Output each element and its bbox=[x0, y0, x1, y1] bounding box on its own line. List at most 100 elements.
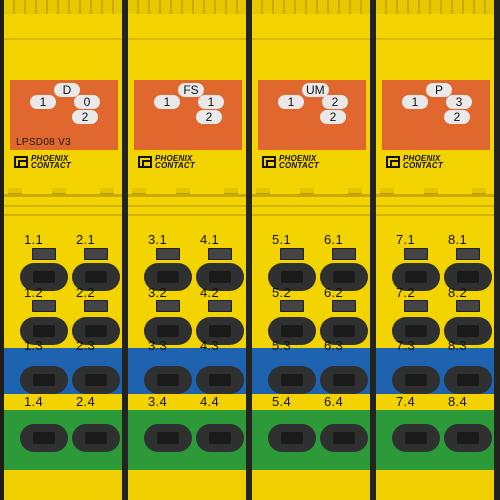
release-slot[interactable] bbox=[156, 300, 180, 312]
wire-terminal[interactable] bbox=[392, 366, 440, 394]
release-slot[interactable] bbox=[84, 300, 108, 312]
release-slot[interactable] bbox=[32, 248, 56, 260]
terminal-number: 7.2 bbox=[396, 285, 415, 300]
release-slot[interactable] bbox=[280, 300, 304, 312]
contact-badge: 1 bbox=[198, 95, 224, 109]
wire-terminal[interactable] bbox=[196, 263, 244, 291]
wire-terminal[interactable] bbox=[144, 424, 192, 452]
release-slot[interactable] bbox=[84, 248, 108, 260]
wire-terminal[interactable] bbox=[20, 263, 68, 291]
housing-ridge bbox=[4, 194, 124, 197]
wire-terminal[interactable] bbox=[444, 317, 492, 345]
housing-ridge bbox=[128, 38, 248, 40]
wire-terminal[interactable] bbox=[320, 317, 368, 345]
label-strip bbox=[128, 394, 248, 410]
terminal-number: 8.1 bbox=[448, 232, 467, 247]
housing-ridge bbox=[4, 205, 124, 207]
release-slot[interactable] bbox=[456, 248, 480, 260]
release-slot[interactable] bbox=[280, 248, 304, 260]
housing-ridge bbox=[4, 214, 124, 216]
phoenix-logo-icon bbox=[386, 156, 400, 168]
phoenix-logo-icon bbox=[14, 156, 28, 168]
wire-terminal[interactable] bbox=[320, 366, 368, 394]
function-code-badge: D bbox=[54, 83, 80, 97]
wire-terminal[interactable] bbox=[444, 424, 492, 452]
wire-terminal[interactable] bbox=[392, 263, 440, 291]
base-band bbox=[252, 470, 372, 500]
label-strip bbox=[252, 394, 372, 410]
terminal-number: 5.2 bbox=[272, 285, 291, 300]
wire-terminal[interactable] bbox=[144, 317, 192, 345]
wire-terminal[interactable] bbox=[196, 424, 244, 452]
release-slot[interactable] bbox=[404, 248, 428, 260]
brand-line-1: PHOENIX bbox=[279, 154, 317, 163]
terminal-number: 3.2 bbox=[148, 285, 167, 300]
terminal-number: 1.4 bbox=[24, 394, 43, 409]
wire-terminal[interactable] bbox=[20, 424, 68, 452]
release-slot[interactable] bbox=[332, 248, 356, 260]
base-band bbox=[376, 470, 496, 500]
brand-line-1: PHOENIX bbox=[403, 154, 441, 163]
housing-tab bbox=[424, 188, 438, 194]
wire-terminal[interactable] bbox=[268, 424, 316, 452]
wire-terminal[interactable] bbox=[444, 263, 492, 291]
module-divider bbox=[246, 0, 252, 500]
terminal-number: 7.3 bbox=[396, 338, 415, 353]
wire-terminal[interactable] bbox=[20, 317, 68, 345]
terminal-number: 5.4 bbox=[272, 394, 291, 409]
terminal-number: 6.3 bbox=[324, 338, 343, 353]
contact-badge: 1 bbox=[154, 95, 180, 109]
wire-terminal[interactable] bbox=[72, 317, 120, 345]
release-slot[interactable] bbox=[332, 300, 356, 312]
release-slot[interactable] bbox=[208, 248, 232, 260]
wire-terminal[interactable] bbox=[196, 317, 244, 345]
wire-terminal[interactable] bbox=[196, 366, 244, 394]
wire-terminal[interactable] bbox=[392, 424, 440, 452]
module-divider bbox=[494, 0, 500, 500]
brand-line-1: PHOENIX bbox=[31, 154, 69, 163]
release-slot[interactable] bbox=[32, 300, 56, 312]
wire-terminal[interactable] bbox=[320, 424, 368, 452]
release-slot[interactable] bbox=[456, 300, 480, 312]
wire-terminal[interactable] bbox=[144, 263, 192, 291]
wire-terminal[interactable] bbox=[268, 317, 316, 345]
label-strip bbox=[4, 394, 124, 410]
release-slot[interactable] bbox=[208, 300, 232, 312]
terminal-number: 5.1 bbox=[272, 232, 291, 247]
wire-terminal[interactable] bbox=[144, 366, 192, 394]
wire-terminal[interactable] bbox=[392, 317, 440, 345]
contact-badge: 2 bbox=[72, 110, 98, 124]
contact-badge: 0 bbox=[74, 95, 100, 109]
phoenix-logo-icon bbox=[262, 156, 276, 168]
release-slot[interactable] bbox=[156, 248, 180, 260]
wire-terminal[interactable] bbox=[268, 366, 316, 394]
contact-badge: 2 bbox=[322, 95, 348, 109]
release-slot[interactable] bbox=[404, 300, 428, 312]
wire-terminal[interactable] bbox=[72, 424, 120, 452]
wire-terminal[interactable] bbox=[268, 263, 316, 291]
contact-badge: 1 bbox=[30, 95, 56, 109]
contact-badge: 1 bbox=[278, 95, 304, 109]
terminal-number: 7.4 bbox=[396, 394, 415, 409]
terminal-number: 3.1 bbox=[148, 232, 167, 247]
terminal-number: 6.4 bbox=[324, 394, 343, 409]
wire-terminal[interactable] bbox=[20, 366, 68, 394]
terminal-number: 4.2 bbox=[200, 285, 219, 300]
wire-terminal[interactable] bbox=[72, 366, 120, 394]
contact-badge: 2 bbox=[320, 110, 346, 124]
wire-terminal[interactable] bbox=[444, 366, 492, 394]
wire-terminal[interactable] bbox=[320, 263, 368, 291]
housing-tab bbox=[52, 188, 66, 194]
module-divider bbox=[122, 0, 128, 500]
wire-terminal[interactable] bbox=[72, 263, 120, 291]
housing-ridge bbox=[128, 205, 248, 207]
